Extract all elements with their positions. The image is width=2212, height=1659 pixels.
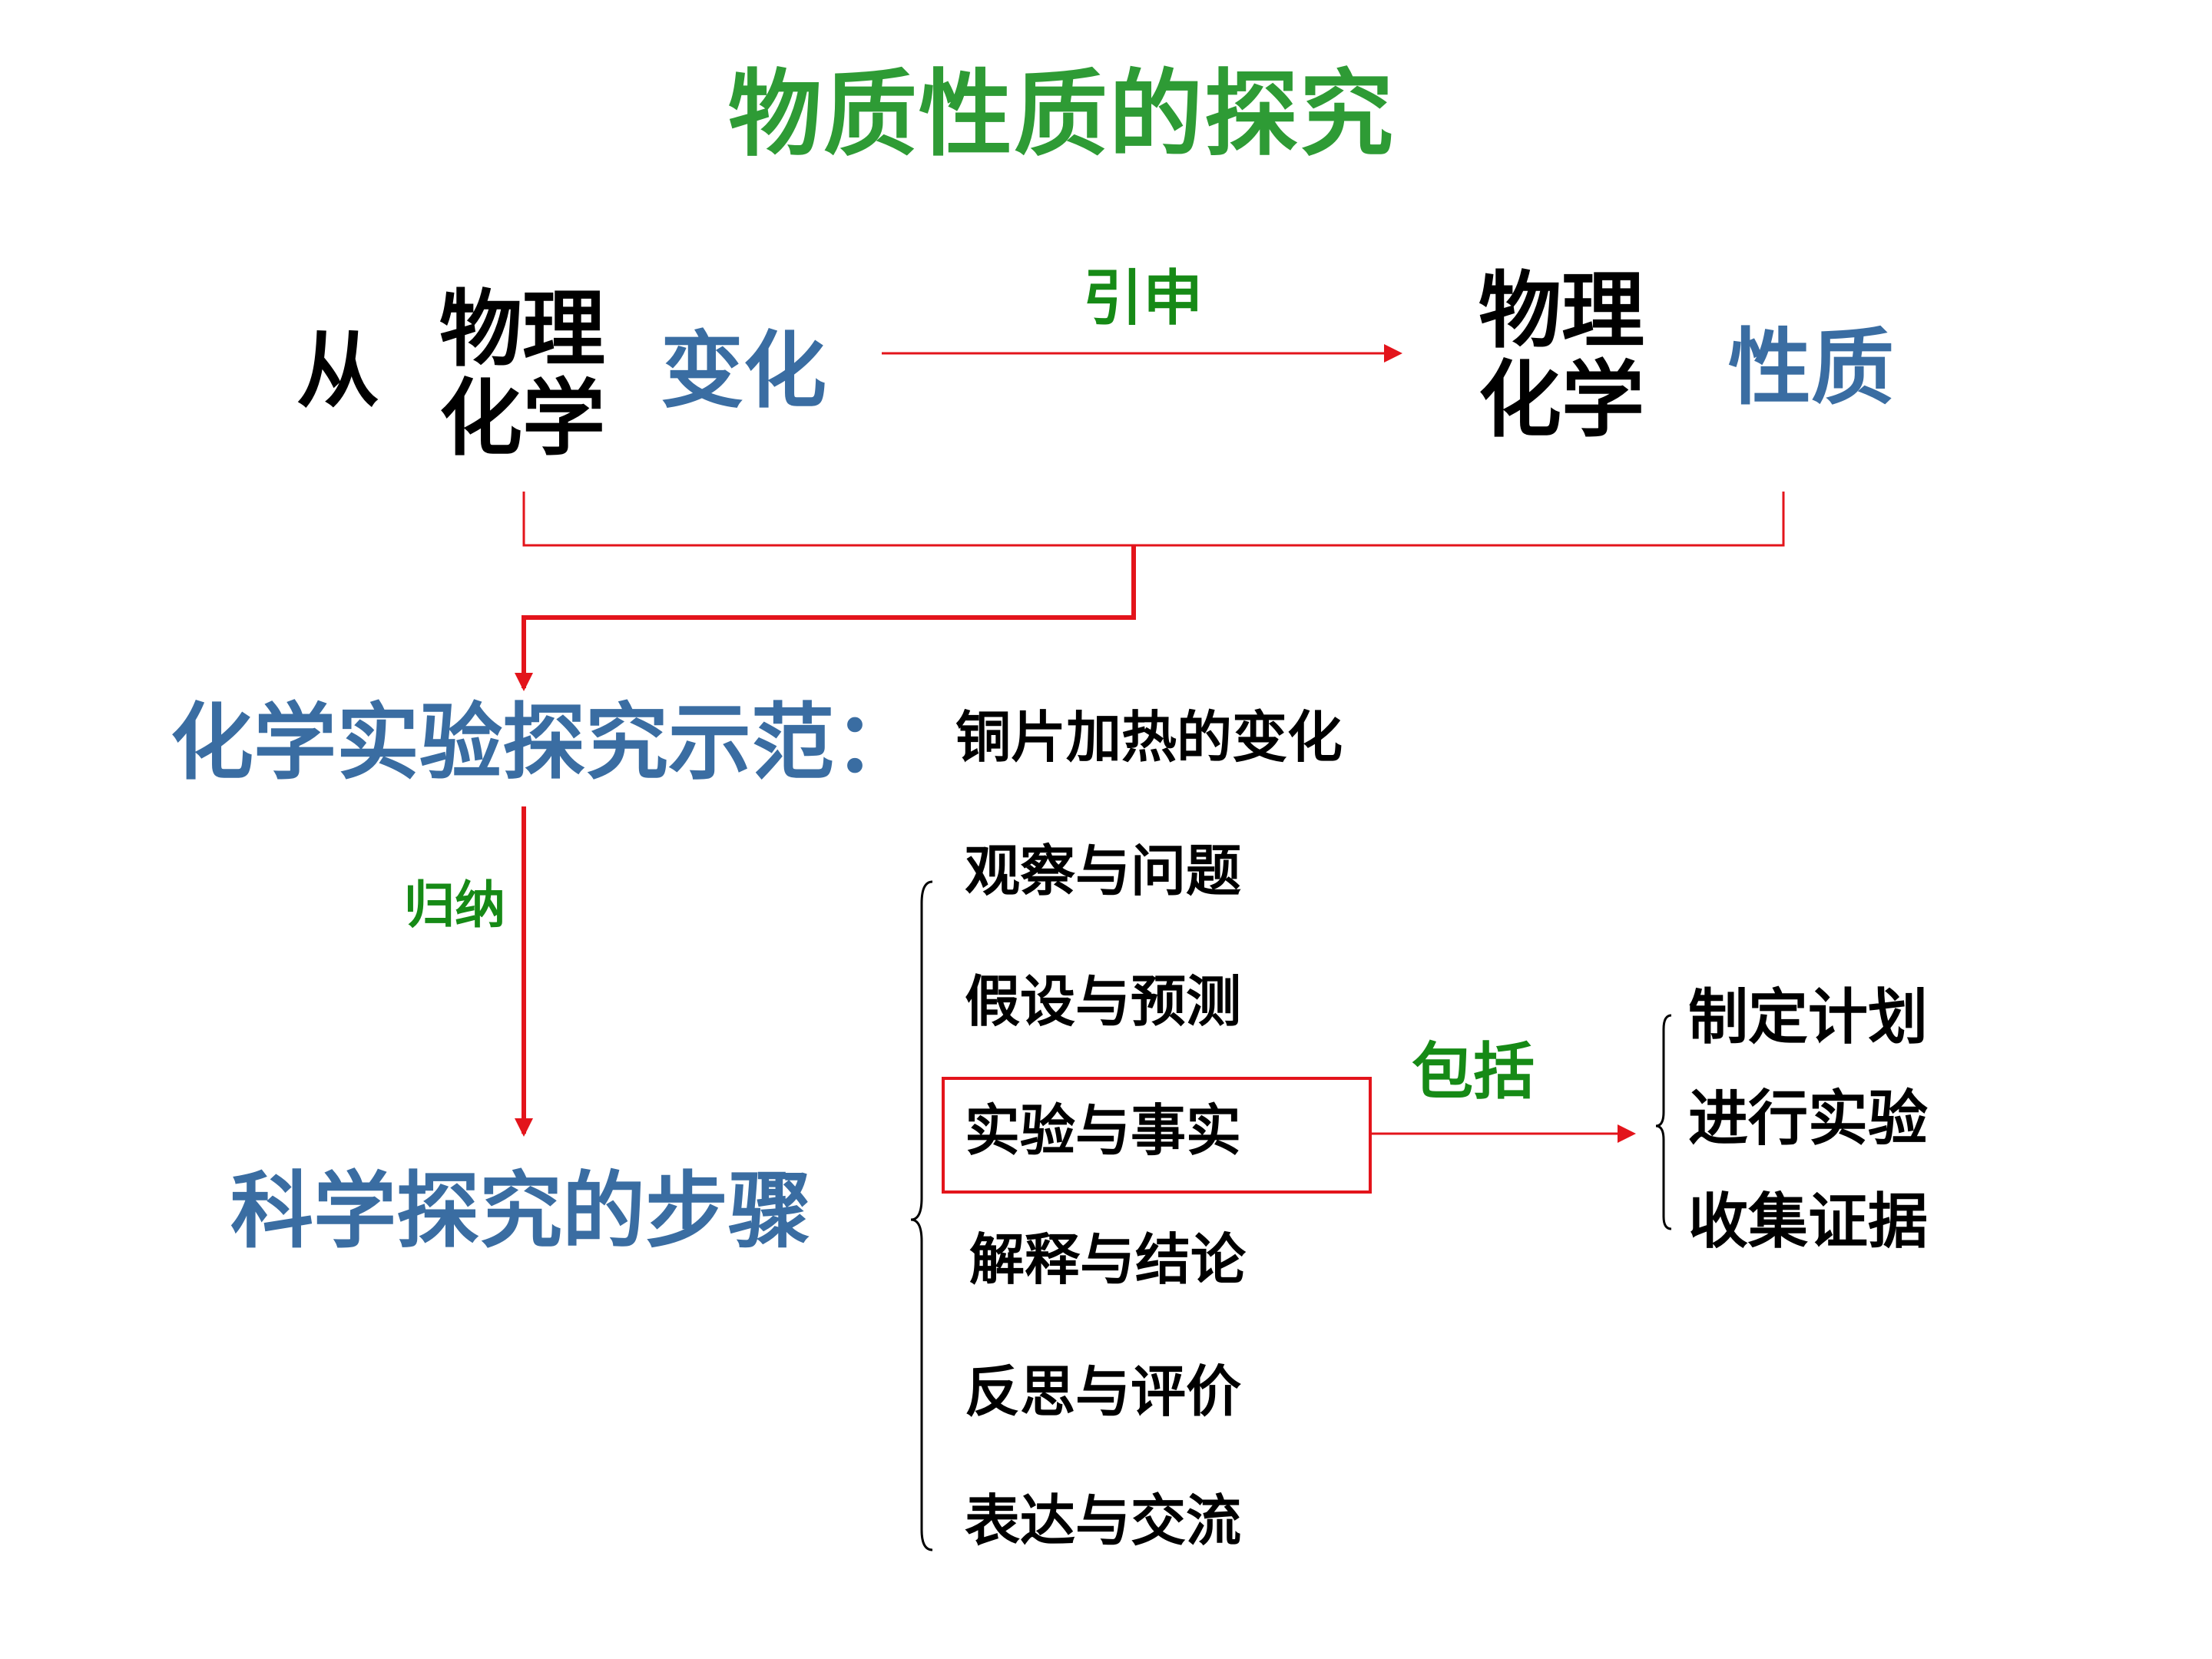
steps-brace [910,880,933,1551]
right-chemistry-label: 化学 [1479,353,1645,449]
page-title: 物质性质的探究 [728,60,1395,169]
sub-steps-brace [1655,1014,1672,1230]
step-item: 观察与问题 [965,839,1242,903]
sub-step-item: 收集证据 [1688,1187,1929,1257]
steps-title: 科学探究的步骤 [230,1164,812,1260]
sub-step-item: 进行实验 [1688,1084,1929,1154]
include-label: 包括 [1412,1036,1535,1108]
demo-label: 化学实验探究示范： [171,695,918,791]
left-chemistry-label: 化学 [439,371,606,467]
merge-bracket [522,492,1785,547]
step-item: 反思与评价 [965,1359,1242,1424]
step-item: 表达与交流 [965,1488,1242,1553]
step-item: 假设与预测 [965,969,1242,1034]
sub-step-item: 制定计划 [1688,983,1929,1052]
demo-example: 铜片加热的变化 [955,705,1343,770]
change-label: 变化 [661,323,827,419]
left-physics-label: 物理 [439,282,606,378]
step-item-highlighted: 实验与事实 [965,1098,1242,1163]
extend-label: 引申 [1083,264,1204,333]
right-physics-label: 物理 [1479,263,1645,359]
from-label: 从 [296,323,380,419]
merge-to-demo-arrow [515,545,1136,691]
property-label: 性质 [1728,320,1895,416]
induce-label: 归纳 [404,876,505,935]
step-item: 解释与结论 [969,1227,1247,1292]
